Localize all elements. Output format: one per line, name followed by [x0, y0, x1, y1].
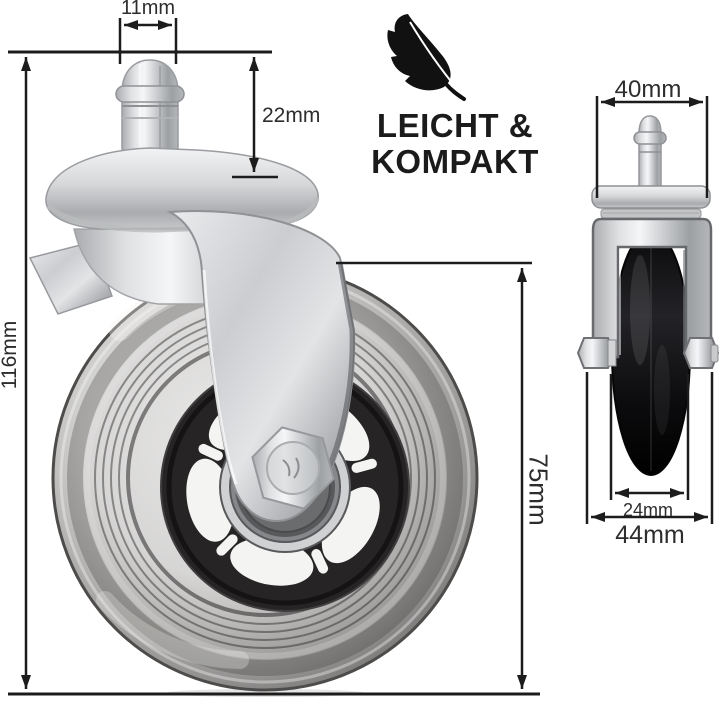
wheel-diameter-dimension: [336, 261, 532, 689]
feather-icon: [387, 14, 466, 101]
wheel-width-dimension: [609, 374, 690, 500]
hex-bolt: [251, 426, 335, 510]
front-mounting-plate: [591, 185, 711, 219]
headline: LEICHT & KOMPAKT: [340, 108, 570, 180]
stem-width-dimension: [118, 18, 178, 64]
mount-width-label: 40mm: [614, 76, 682, 103]
axle-nut-right: [682, 337, 720, 369]
front-stem: [633, 115, 667, 191]
overall-height-label: 116mm: [0, 320, 21, 390]
front-view-caster-photo: [576, 115, 720, 476]
wheel-width-label: 24mm: [622, 500, 673, 520]
wheel-diameter-label: 75mm: [523, 453, 554, 526]
headline-line1: LEICHT &: [376, 107, 534, 144]
stem-length-dimension: [232, 57, 278, 179]
stem: [115, 59, 185, 153]
overall-width-label: 44mm: [615, 521, 685, 549]
headline-line2: KOMPAKT: [371, 143, 539, 180]
dimension-lines: [8, 18, 714, 696]
stem-length-label: 22mm: [262, 104, 321, 127]
main-caster-photo: [28, 59, 479, 697]
overall-width-dimension: [585, 372, 714, 524]
stem-width-label: 11mm: [120, 0, 176, 19]
axle-nut-left: [576, 337, 617, 369]
front-wheel: [611, 230, 691, 476]
mount-width-dimension: [595, 96, 709, 198]
